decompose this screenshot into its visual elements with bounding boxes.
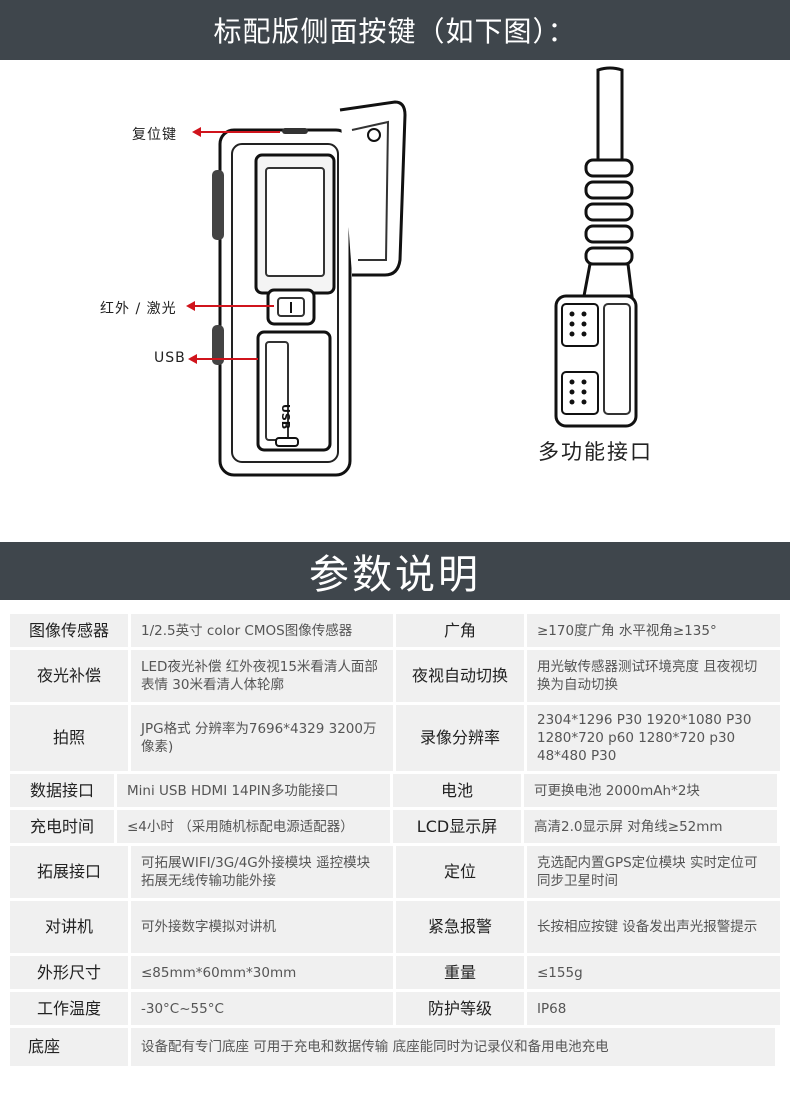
spec-label: 电池: [393, 774, 521, 807]
spec-row: 夜光补偿 LED夜光补偿 红外夜视15米看清人面部表情 30米看清人体轮廓 夜视…: [10, 650, 780, 702]
spec-row: 工作温度 -30°C~55°C 防护等级 IP68: [10, 992, 780, 1025]
spec-label: 充电时间: [10, 810, 114, 843]
spec-label: 重量: [396, 956, 524, 989]
usb-cover-text: USB: [279, 404, 292, 430]
spec-label: 录像分辨率: [396, 705, 524, 771]
spec-value: ≥170度广角 水平视角≥135°: [527, 614, 780, 647]
camera-side-drawing: [212, 66, 638, 477]
spec-row: 外形尺寸 ≤85mm*60mm*30mm 重量 ≤155g: [10, 956, 780, 989]
spec-value: Mini USB HDMI 14PIN多功能接口: [117, 774, 390, 807]
spec-label: 夜视自动切换: [396, 650, 524, 702]
spec-value: 设备配有专门底座 可用于充电和数据传输 底座能同时为记录仪和备用电池充电: [131, 1028, 775, 1066]
belt-clip-shape: [339, 100, 407, 277]
usb-cover-shape: [256, 330, 332, 452]
spec-row: 数据接口 Mini USB HDMI 14PIN多功能接口 电池 可更换电池 2…: [10, 774, 780, 807]
spec-label: 数据接口: [10, 774, 114, 807]
spec-label: 定位: [396, 846, 524, 898]
spec-row: 图像传感器 1/2.5英寸 color CMOS图像传感器 广角 ≥170度广角…: [10, 614, 780, 647]
spec-value: 长按相应按键 设备发出声光报警提示: [527, 901, 780, 953]
strain-relief-shape: [584, 158, 634, 266]
spec-label: 紧急报警: [396, 901, 524, 953]
spec-label: 夜光补偿: [10, 650, 128, 702]
spec-value: 可外接数字模拟对讲机: [131, 901, 393, 953]
spec-label: 外形尺寸: [10, 956, 128, 989]
section-title: 参数说明: [309, 552, 481, 598]
spec-row: 对讲机 可外接数字模拟对讲机 紧急报警 长按相应按键 设备发出声光报警提示: [10, 901, 780, 953]
spec-label: 底座: [10, 1028, 128, 1066]
page-title: 标配版侧面按键（如下图）：: [213, 15, 577, 48]
spec-value: LED夜光补偿 红外夜视15米看清人面部表情 30米看清人体轮廓: [131, 650, 393, 702]
spec-value: ≤85mm*60mm*30mm: [131, 956, 393, 989]
spec-value: 1/2.5英寸 color CMOS图像传感器: [131, 614, 393, 647]
spec-label: 防护等级: [396, 992, 524, 1025]
spec-label: 图像传感器: [10, 614, 128, 647]
page-header: 标配版侧面按键（如下图）：: [0, 0, 790, 60]
spec-row: 拍照 JPG格式 分辨率为7696*4329 3200万像素) 录像分辨率 23…: [10, 705, 780, 771]
spec-value: -30°C~55°C: [131, 992, 393, 1025]
callout-infrared: 红外 / 激光: [100, 301, 177, 317]
spec-label: 拓展接口: [10, 846, 128, 898]
spec-value: ≤155g: [527, 956, 780, 989]
spec-row: 充电时间 ≤4小时 （采用随机标配电源适配器） LCD显示屏 高清2.0显示屏 …: [10, 810, 780, 843]
spec-label: 广角: [396, 614, 524, 647]
spec-label: 拍照: [10, 705, 128, 771]
spec-value: IP68: [527, 992, 780, 1025]
spec-row: 拓展接口 可拓展WIFI/3G/4G外接模块 遥控模块 拓展无线传输功能外接 定…: [10, 846, 780, 898]
callout-usb: USB: [154, 350, 186, 366]
spec-value: 克选配内置GPS定位模块 实时定位可同步卫星时间: [527, 846, 780, 898]
cable-shape: [596, 66, 624, 162]
spec-label: 工作温度: [10, 992, 128, 1025]
spec-value: 用光敏传感器测试环境亮度 且夜视切换为自动切换: [527, 650, 780, 702]
spec-label: 对讲机: [10, 901, 128, 953]
reset-button-shape: [282, 128, 308, 134]
spec-value: 2304*1296 P30 1920*1080 P30 1280*720 p60…: [527, 705, 780, 771]
section-header: 参数说明: [0, 542, 790, 600]
spec-value: 高清2.0显示屏 对角线≥52mm: [524, 810, 777, 843]
port-caption: 多功能接口: [538, 440, 653, 464]
spec-value: 可拓展WIFI/3G/4G外接模块 遥控模块 拓展无线传输功能外接: [131, 846, 393, 898]
spec-label: LCD显示屏: [393, 810, 521, 843]
spec-value: 可更换电池 2000mAh*2块: [524, 774, 777, 807]
connector-neck-shape: [582, 262, 634, 298]
device-illustration: USB 复位键 红外 / 激光 USB 多功能接口: [0, 60, 790, 542]
spec-row: 底座 设备配有专门底座 可用于充电和数据传输 底座能同时为记录仪和备用电池充电: [10, 1028, 780, 1066]
callout-reset: 复位键: [132, 127, 177, 143]
spec-table: 图像传感器 1/2.5英寸 color CMOS图像传感器 广角 ≥170度广角…: [10, 614, 780, 1069]
spec-value: JPG格式 分辨率为7696*4329 3200万像素): [131, 705, 393, 771]
spec-value: ≤4小时 （采用随机标配电源适配器）: [117, 810, 390, 843]
